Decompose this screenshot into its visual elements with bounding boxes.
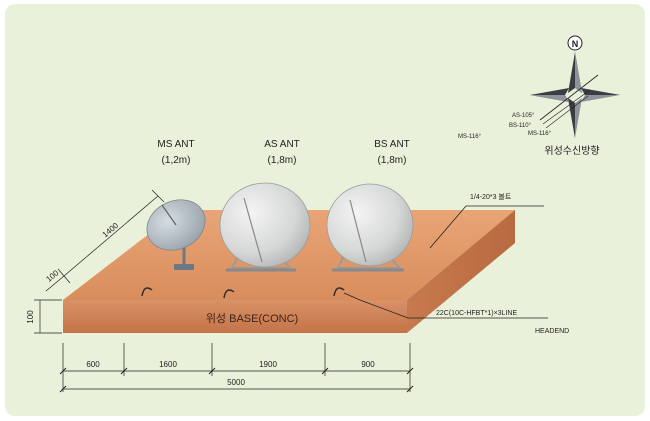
- dim-total-5000: 5000: [227, 378, 245, 387]
- bs-antenna-dish: [326, 183, 414, 267]
- compass-as-direction: AS-105°: [512, 113, 535, 119]
- cable-label: 22C(10C-HFBT*1)×3LINE: [436, 310, 517, 317]
- cable-hook-2: [223, 289, 235, 299]
- base-label: 위성 BASE(CONC): [206, 312, 298, 325]
- dim-seg-900: 900: [361, 360, 375, 369]
- bottom-dimensions: [62, 343, 411, 392]
- cable-hook-1: [141, 287, 153, 297]
- dimension-ticks: [59, 367, 414, 393]
- compass-rose: N: [530, 35, 620, 138]
- compass-ms-direction: MS-116°: [528, 131, 552, 137]
- ms-antenna-mount: [174, 264, 194, 270]
- base-front-face: [63, 300, 407, 333]
- slope-dimensions: [45, 189, 165, 292]
- slope-dim-short: 100: [44, 268, 60, 284]
- bs-antenna-name: BS ANT: [374, 139, 410, 150]
- ms-antenna-size: (1,2m): [162, 155, 191, 166]
- compass-bs-direction: BS-110°: [509, 123, 532, 129]
- bs-antenna-size: (1,8m): [378, 155, 407, 166]
- bolt-callout: 1/4-20*3 볼트: [429, 192, 544, 249]
- dim-seg-1900: 1900: [259, 360, 277, 369]
- as-antenna-dish: [219, 182, 311, 268]
- as-antenna: [219, 182, 311, 272]
- cable-hooks: [141, 287, 345, 299]
- dim-seg-1600: 1600: [159, 360, 177, 369]
- cable-run: [343, 292, 548, 319]
- bs-antenna: [326, 183, 414, 272]
- height-dim-label: 100: [26, 310, 35, 324]
- compass-title: 위성수신방향: [544, 144, 599, 157]
- height-dimension: [34, 299, 62, 334]
- compass-north-letter: N: [572, 39, 579, 49]
- cable-hook-3: [333, 287, 345, 297]
- as-antenna-size: (1,8m): [268, 155, 297, 166]
- dim-seg-600: 600: [86, 360, 100, 369]
- ms-antenna: [146, 199, 206, 270]
- base-side-face: [407, 210, 515, 333]
- bolt-label: 1/4-20*3 볼트: [470, 192, 512, 201]
- compass-ms-direction-far: MS-116°: [458, 134, 482, 140]
- ms-antenna-name: MS ANT: [157, 139, 194, 150]
- headend-label: HEADEND: [535, 328, 569, 335]
- as-antenna-name: AS ANT: [264, 139, 300, 150]
- compass-north-badge: [567, 35, 583, 51]
